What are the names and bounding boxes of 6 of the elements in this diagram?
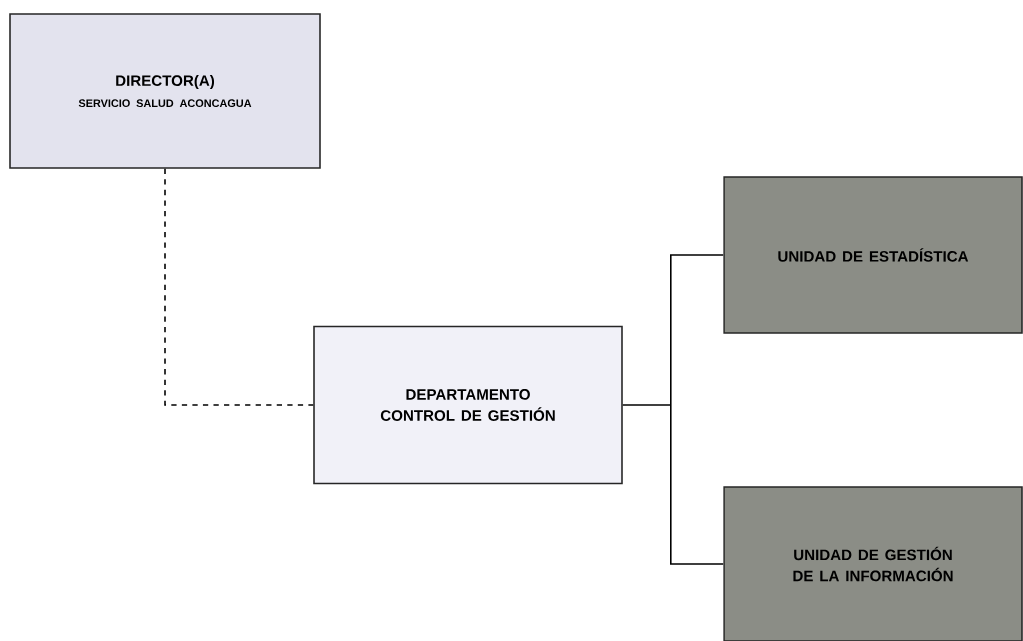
unit-box: UNIDAD DE ESTADÍSTICA [723, 176, 1023, 334]
unit-box: UNIDAD DE GESTIÓN DE LA INFORMACIÓN [723, 486, 1023, 641]
connector-line [164, 168, 314, 406]
department-box: DEPARTAMENTO CONTROL DE GESTIÓN [313, 325, 623, 485]
director-box: DIRECTOR(A) SERVICIO SALUD ACONCAGUA [9, 13, 321, 169]
connector-line [622, 254, 724, 565]
